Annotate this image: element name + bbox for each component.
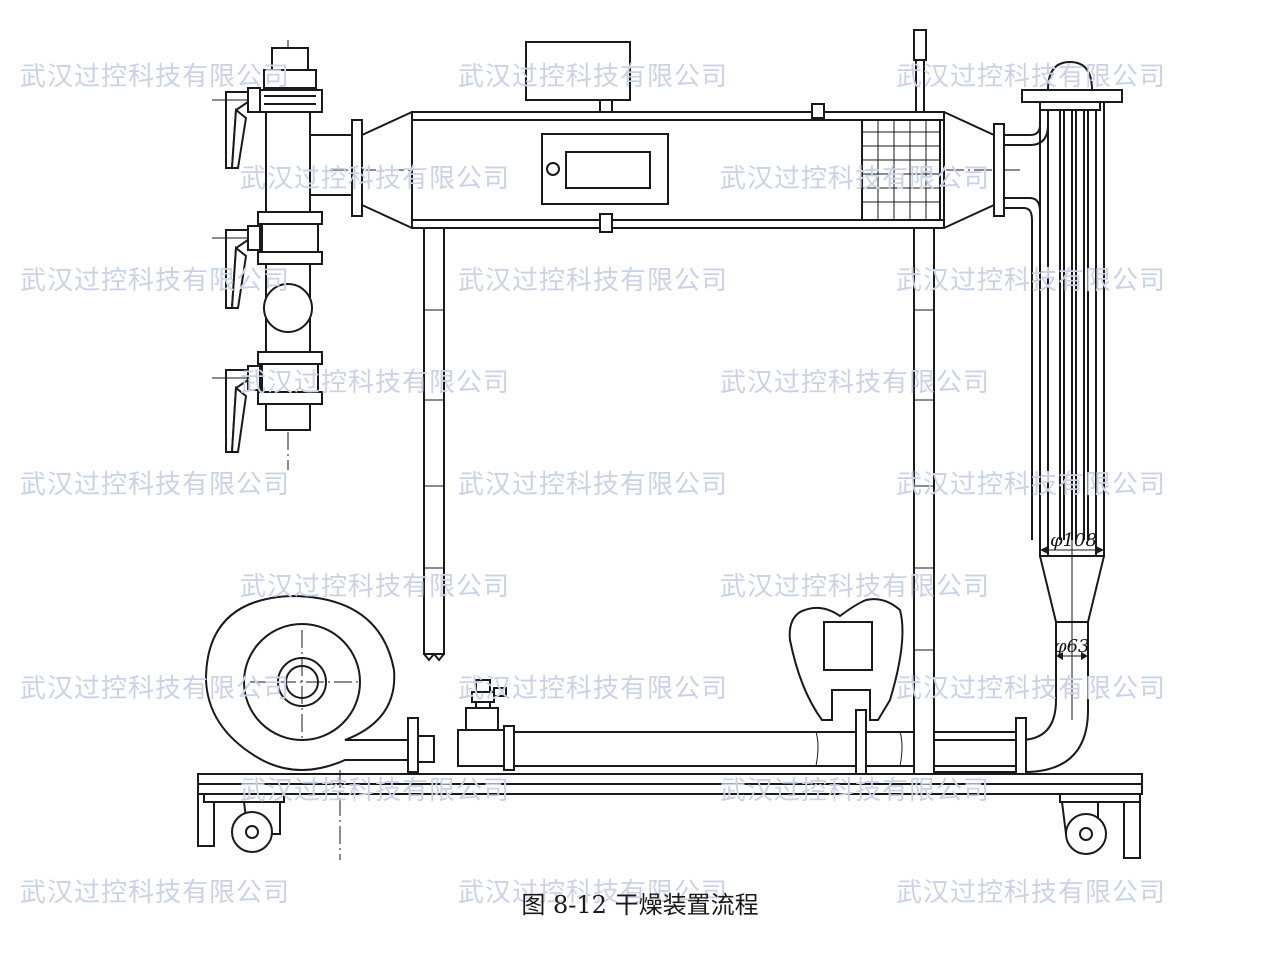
caster-right	[1060, 801, 1107, 855]
caster-left	[231, 801, 281, 853]
dimension-label-d108: φ108	[1050, 530, 1097, 551]
heater-column	[934, 60, 1123, 773]
dimension-label-d63: φ63	[1054, 636, 1090, 657]
packing-grid	[861, 119, 941, 221]
heater-element	[788, 598, 904, 721]
valve-handle-top	[212, 87, 261, 169]
blower-fan	[204, 594, 435, 773]
valve-handle-bottom	[212, 365, 261, 453]
figure-caption: 图 8-12 干燥装置流程	[521, 891, 759, 919]
valve-column	[212, 40, 352, 470]
valve-handle-middle	[212, 225, 261, 309]
bottom-pipe	[457, 679, 1027, 779]
base-frame	[197, 773, 1143, 859]
dimension-d108	[1040, 546, 1104, 554]
dryer-chamber	[330, 29, 1020, 233]
control-box	[525, 41, 631, 115]
dimension-d63	[1056, 652, 1088, 660]
